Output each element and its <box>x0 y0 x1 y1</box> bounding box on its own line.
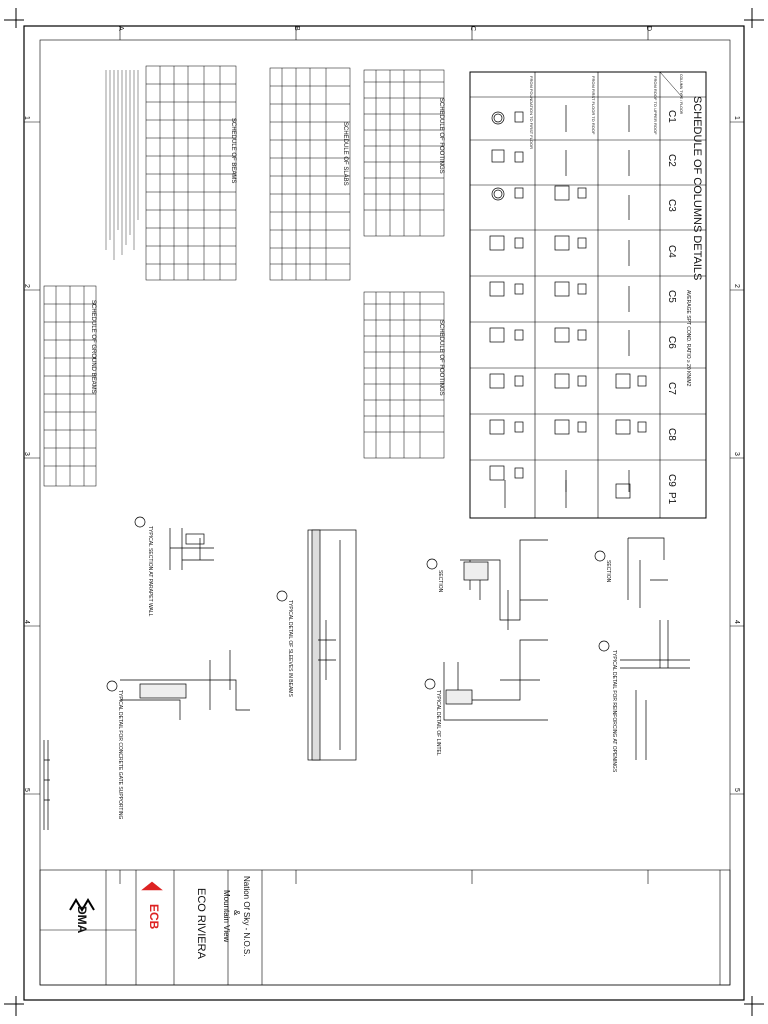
detail-sleeves <box>276 529 357 761</box>
detail-reinforcing-title: TYPICAL DETAIL FOR REINFORCING AT OPENIN… <box>611 650 617 773</box>
grid-row-4: 4 <box>23 620 30 624</box>
grid-col-c: C <box>469 26 476 32</box>
general-notes <box>105 70 139 260</box>
footings-schedule-1 <box>363 69 445 237</box>
footings-title-2: SCHEDULE OF FOOTINGS <box>438 320 444 396</box>
column-schedule-title: SCHEDULE OF COLUMNS DETAILS <box>691 96 703 281</box>
grid-row-5-right: 5 <box>733 788 740 792</box>
grid-row-3-right: 3 <box>733 452 740 456</box>
detail-lintel <box>424 639 548 721</box>
column-code-c6: C6 <box>666 336 677 349</box>
column-code-p1: P1 <box>666 492 677 505</box>
ground-beams-title: SCHEDULE OF GROUND BEAMS <box>90 300 96 394</box>
grid-row-4-right: 4 <box>733 620 740 624</box>
detail-parapet-title: TYPICAL SECTION AT PARAPET WALL <box>147 526 153 617</box>
detail-sleeves-title: TYPICAL DETAIL OF SLEEVES IN BEAMS <box>287 600 293 697</box>
column-schedule-corner: COLUMN TYPE / FLOOR <box>679 74 683 115</box>
column-schedule-table <box>469 71 707 519</box>
grid-row-3: 3 <box>23 452 30 456</box>
grid-row-1: 1 <box>23 116 30 120</box>
ground-beams-schedule <box>43 285 97 487</box>
column-row-roof: FROM ROOF TO UPPER ROOF <box>653 76 658 135</box>
column-schedule-note: AVERAGE SPT COND. RATIO ≥ 20 KN/M2 <box>685 290 691 387</box>
detail-lintel-title: TYPICAL DETAIL OF LINTEL <box>435 690 441 756</box>
column-code-c4: C4 <box>666 245 677 258</box>
footings-schedule-2 <box>363 291 445 459</box>
scale-bar <box>43 740 50 830</box>
inner-border <box>39 39 731 986</box>
detail-section-1-title: SECTION <box>437 570 443 593</box>
detail-gate <box>106 650 250 720</box>
column-code-c8: C8 <box>666 428 677 441</box>
detail-section-1 <box>426 539 548 630</box>
grid-col-b: B <box>293 26 300 31</box>
location-line-2: & <box>232 910 241 916</box>
column-row-first-floor: FROM FIRST FLOOR TO ROOF <box>591 76 596 135</box>
grid-row-5: 5 <box>23 788 30 792</box>
project-title: ECO RIVIERA <box>195 888 207 959</box>
column-row-foundation: FROM FOUNDATION TO FIRST FLOOR <box>529 76 534 150</box>
owner-name: DMA <box>75 906 89 934</box>
column-code-c3: C3 <box>666 199 677 212</box>
column-code-c9: C9 <box>666 474 677 487</box>
consultant-logo <box>141 881 163 891</box>
detail-gate-title: TYPICAL DETAIL FOR CONCRETE GATE SUPPORT… <box>117 690 123 820</box>
detail-section-2-title: SECTION <box>605 560 611 583</box>
grid-row-1-right: 1 <box>733 116 740 120</box>
title-block <box>39 869 731 986</box>
slabs-title: SCHEDULE OF SLABS <box>342 122 348 186</box>
beams-schedule <box>145 65 237 281</box>
column-code-c7: C7 <box>666 382 677 395</box>
grid-col-d: D <box>645 26 652 32</box>
grid-row-2: 2 <box>23 284 30 288</box>
outer-border <box>23 25 745 1001</box>
location-line-1: Nation Of Sky - N.O.S. <box>242 876 251 957</box>
detail-reinforcing <box>598 620 690 760</box>
grid-col-a: A <box>117 26 124 31</box>
grid-row-2-right: 2 <box>733 284 740 288</box>
footings-title-1: SCHEDULE OF FOOTINGS <box>438 98 444 174</box>
owner-logo <box>69 898 95 912</box>
column-code-c1: C1 <box>666 110 677 123</box>
detail-parapet <box>134 516 214 570</box>
location-line-3: Mountain View <box>222 890 231 943</box>
slabs-schedule <box>269 67 351 281</box>
beams-title: SCHEDULE OF BEAMS <box>230 118 236 184</box>
detail-section-2 <box>594 537 668 608</box>
column-code-c2: C2 <box>666 154 677 167</box>
column-code-c5: C5 <box>666 290 677 303</box>
consultant-name: ECB <box>147 904 161 930</box>
